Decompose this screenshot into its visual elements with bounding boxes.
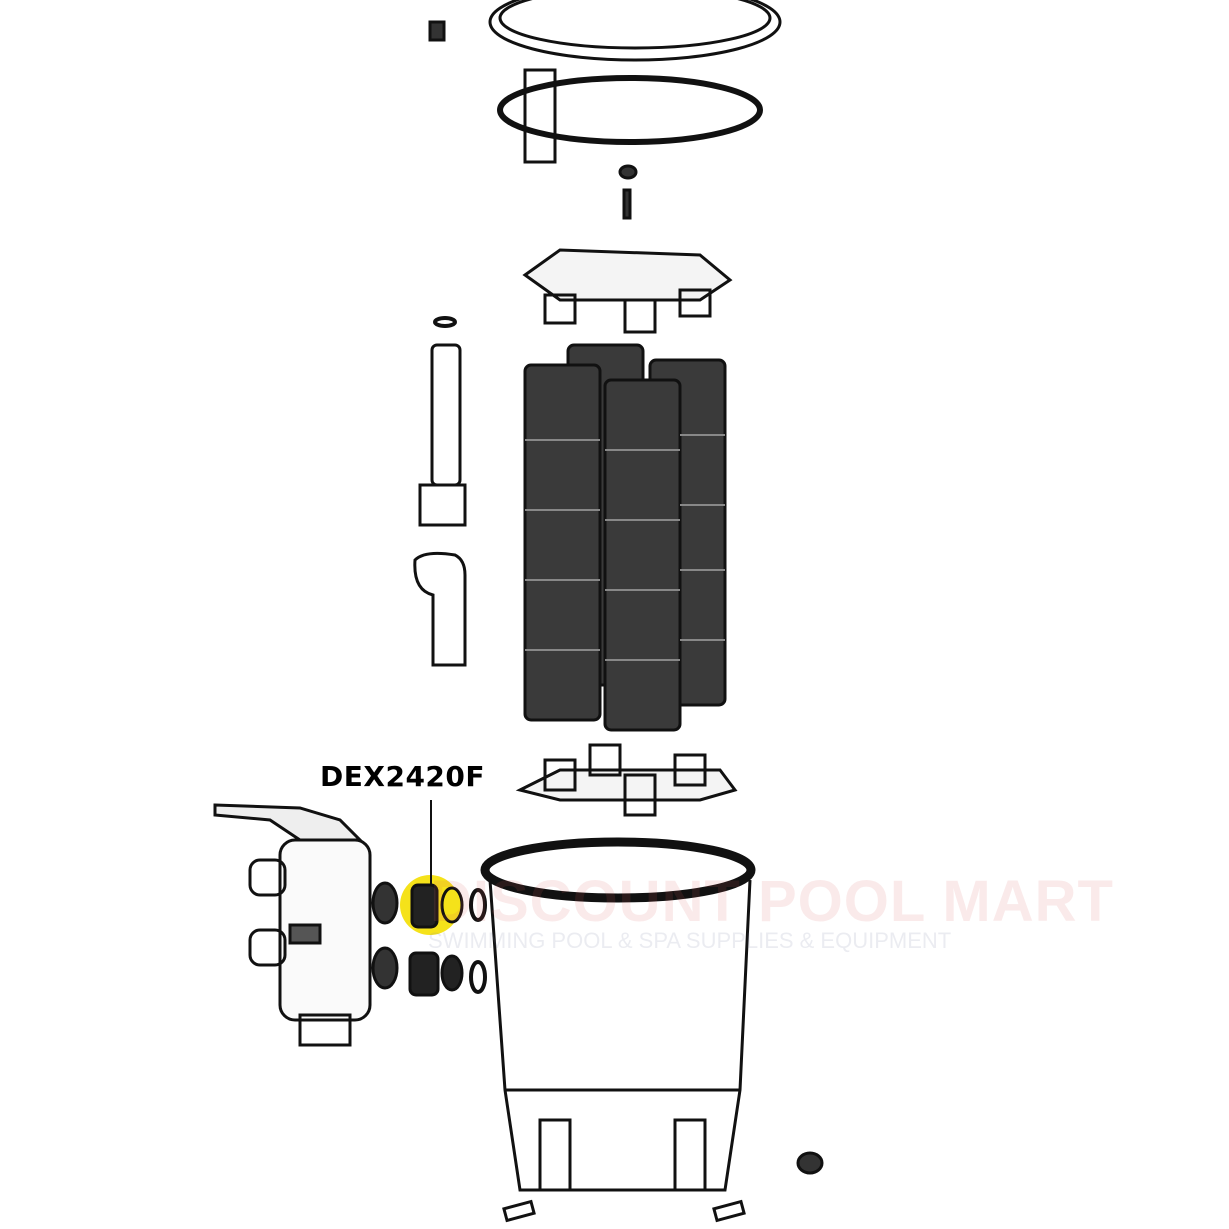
bulkhead-fitting-lower bbox=[408, 951, 487, 997]
air-bleeder bbox=[618, 164, 638, 220]
filter-tank bbox=[480, 837, 756, 1192]
part-number-label: DEX2420F bbox=[320, 760, 486, 793]
drain-plug bbox=[796, 1151, 824, 1175]
multiport-valve bbox=[213, 803, 399, 1047]
bulkhead-fitting-highlighted bbox=[410, 883, 487, 929]
watermark-brand: DISCOUNT POOL MART bbox=[430, 869, 1114, 934]
watermark-tagline: SWIMMING POOL & SPA SUPPLIES & EQUIPMENT bbox=[428, 928, 952, 953]
o-ring-lid bbox=[497, 75, 763, 145]
screw-part bbox=[428, 20, 446, 42]
filter-cartridges bbox=[523, 343, 727, 732]
tank-foot-left bbox=[502, 1199, 536, 1223]
air-relief-pipe bbox=[413, 316, 467, 667]
tank-foot-right bbox=[712, 1199, 746, 1223]
bottom-manifold bbox=[515, 743, 738, 817]
top-manifold bbox=[522, 248, 733, 334]
